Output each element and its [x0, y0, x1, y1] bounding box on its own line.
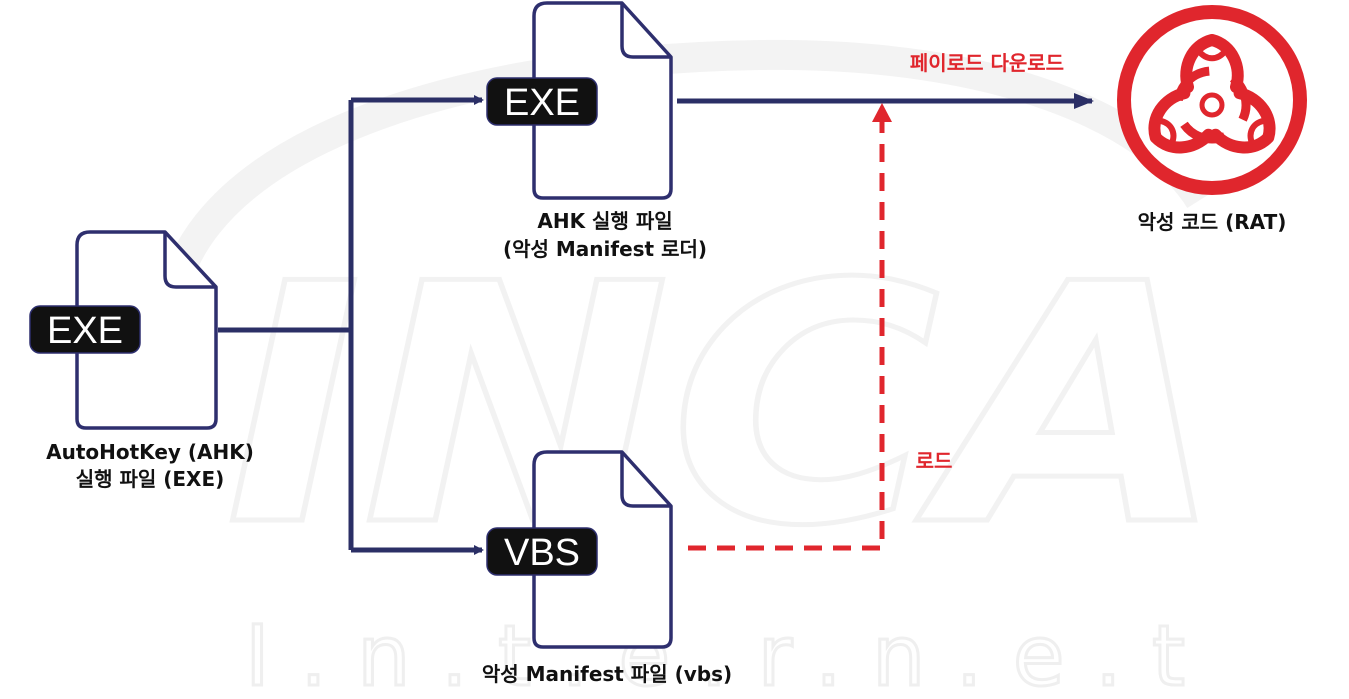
file-badge [486, 527, 598, 576]
file-icon [532, 450, 673, 649]
rat-label: 악성 코드 (RAT) [1138, 210, 1287, 234]
file-fold-corner [163, 232, 216, 289]
connectors [218, 93, 1094, 555]
load-label: 로드 [916, 449, 953, 473]
file-badge [486, 77, 598, 126]
dashed-load-line [688, 122, 885, 551]
load-arrowhead [872, 103, 892, 122]
source-label-line1: AutoHotKey (AHK) [46, 440, 254, 464]
file-icon [75, 230, 218, 430]
manifest-label: 악성 Manifest 파일 (vbs) [482, 662, 732, 686]
file-node-ahk-loader: EXE [486, 1, 673, 200]
file-badge-label: VBS [504, 532, 580, 574]
payload-download-label: 페이로드 다운로드 [910, 51, 1064, 75]
file-icon [532, 1, 673, 200]
file-badge-label: EXE [504, 82, 580, 124]
file-fold-corner [620, 3, 671, 59]
ahk-loader-label-line1: AHK 실행 파일 [537, 209, 672, 233]
file-badge [29, 305, 141, 354]
ahk-loader-label-line2: (악성 Manifest 로더) [503, 237, 707, 261]
watermark-swoosh [154, 39, 1213, 352]
source-label-line2: 실행 파일 (EXE) [76, 467, 225, 491]
watermark-subtitle: I.n.t.e.r.n.e.t [245, 607, 1185, 699]
watermark-logo: INCA [225, 214, 1225, 598]
biohazard-icon [1117, 5, 1307, 195]
file-node-manifest-vbs: VBS [486, 450, 673, 649]
watermark: INCA I.n.t.e.r.n.e.t [154, 39, 1228, 699]
file-node-source-exe: EXE [29, 230, 218, 430]
file-badge-label: EXE [47, 310, 123, 352]
file-fold-corner [620, 452, 671, 508]
